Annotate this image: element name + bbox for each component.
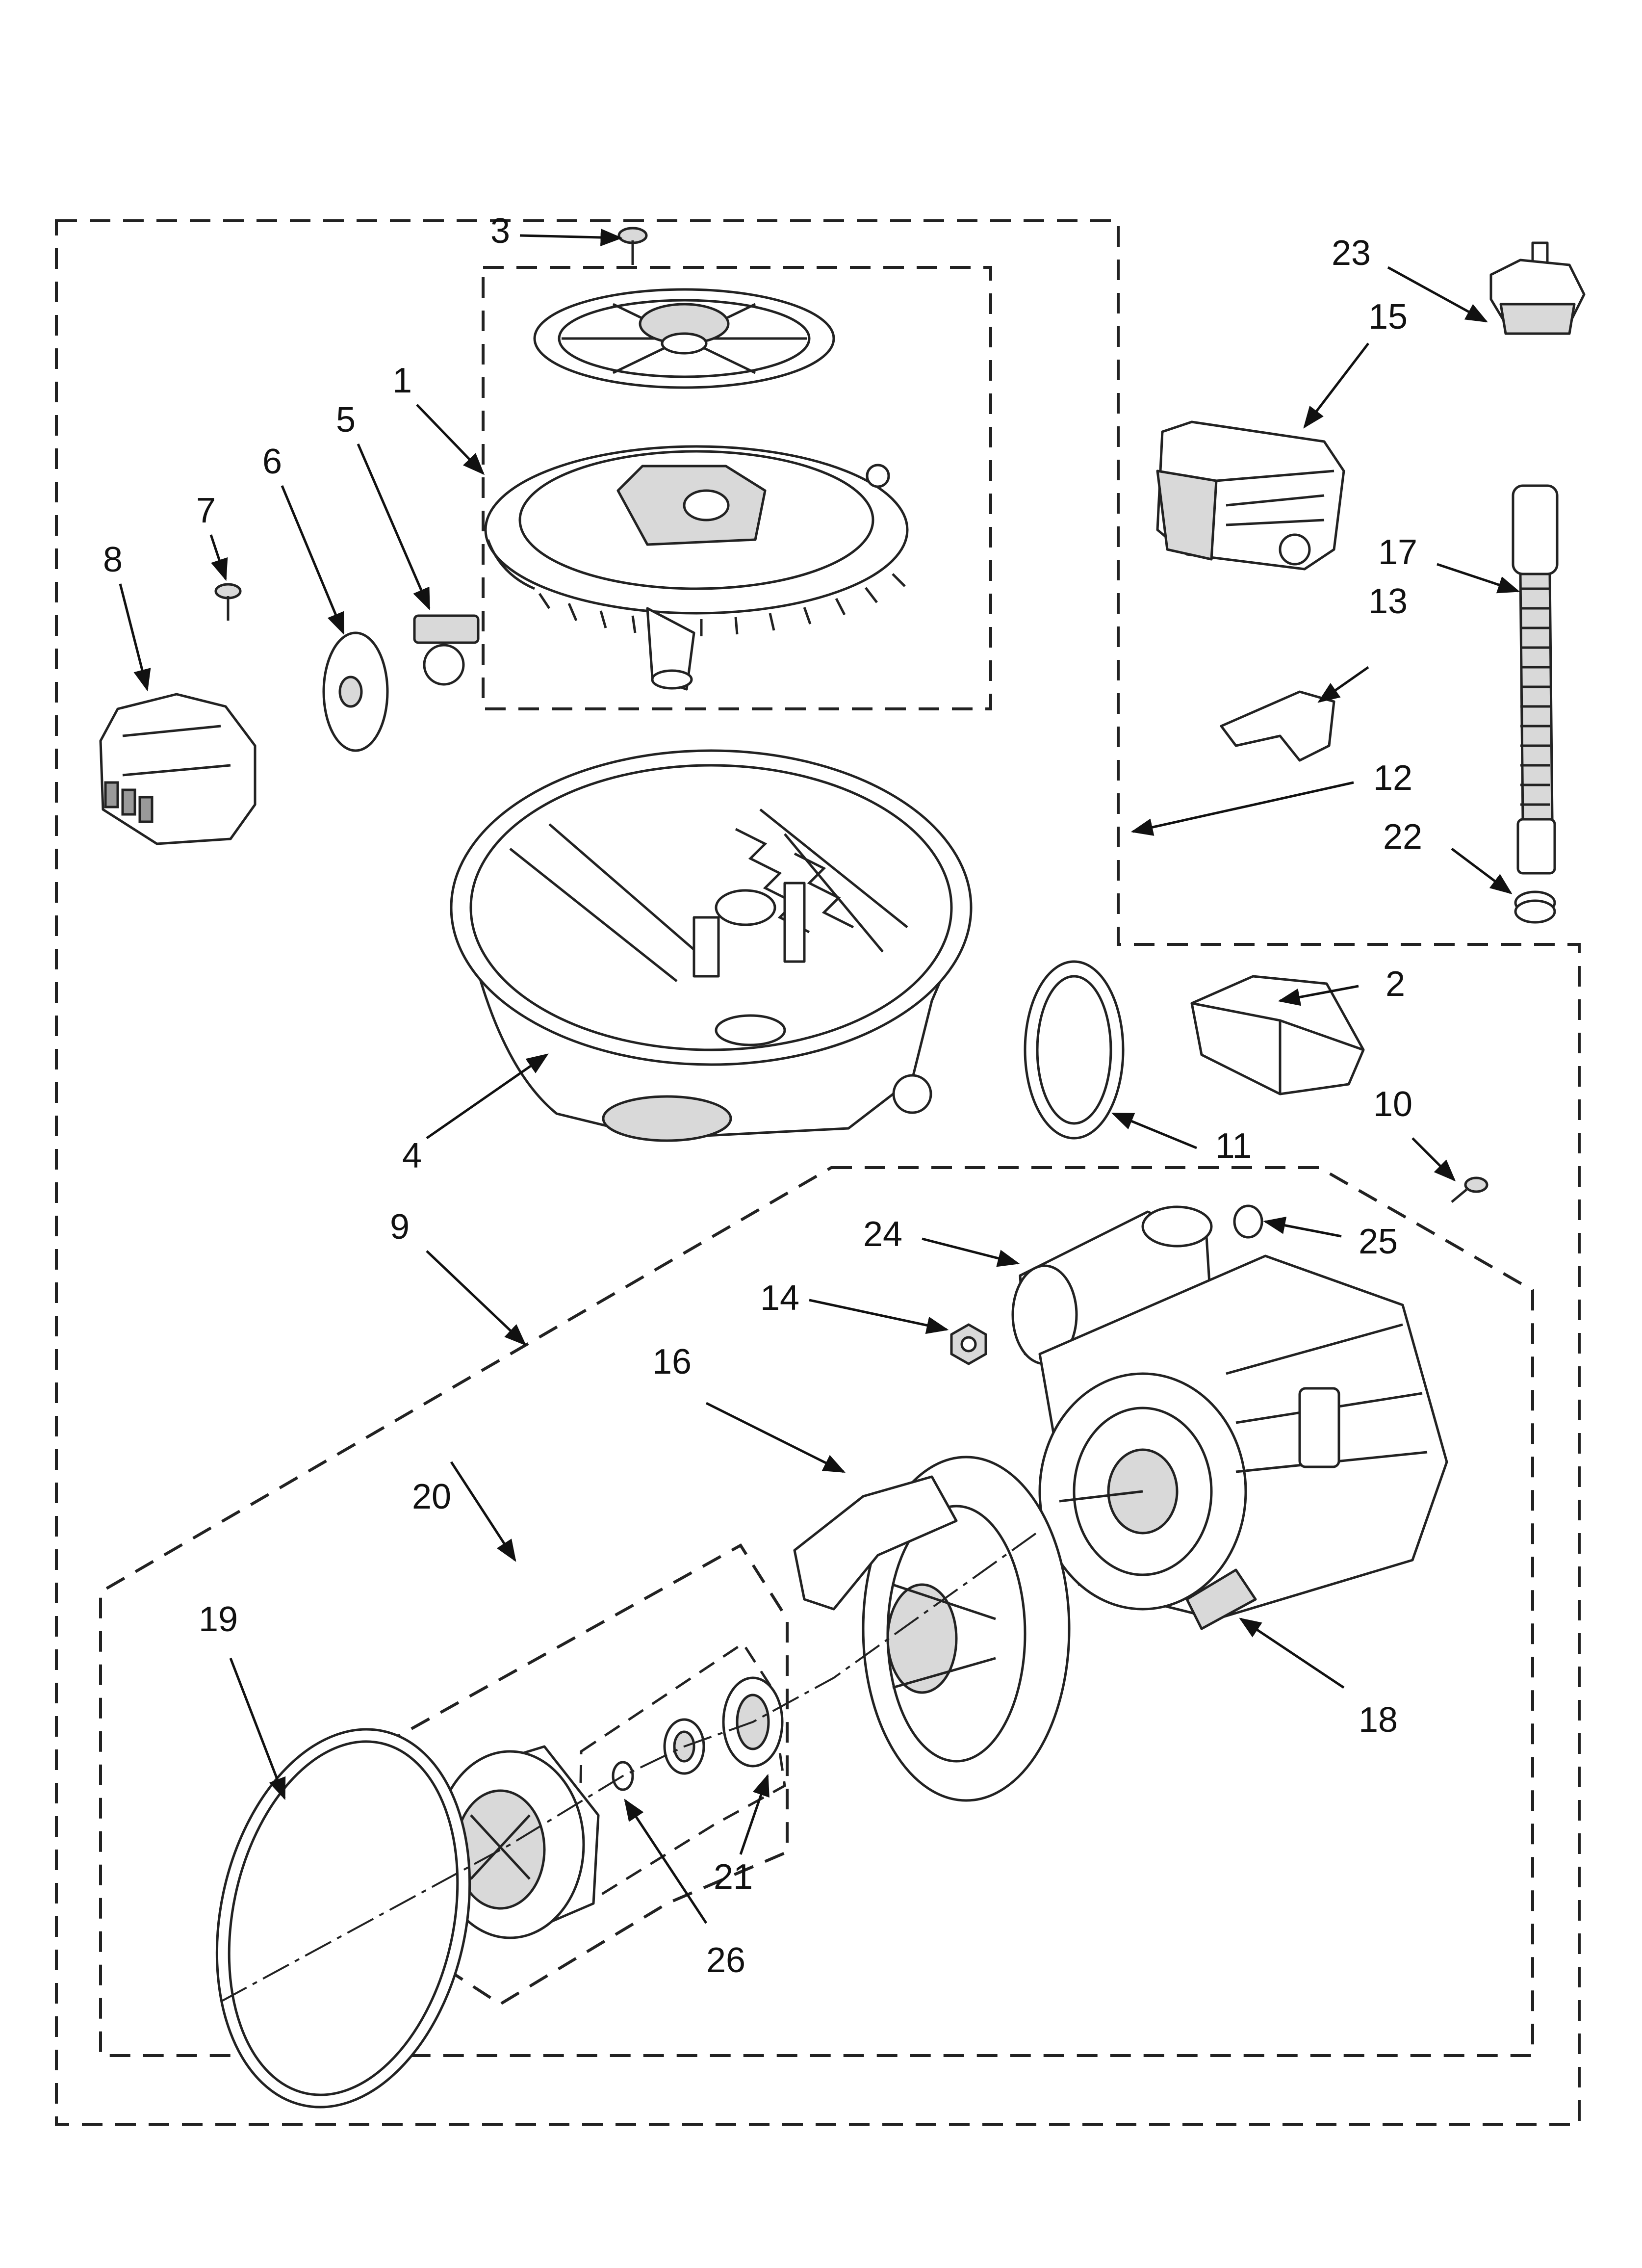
leader-lines (119, 229, 1520, 1924)
callout-22: 22 (1383, 817, 1422, 857)
callout-2: 2 (1385, 965, 1405, 1004)
float-part-5 (413, 614, 480, 686)
callout-5: 5 (336, 400, 356, 440)
callout-18: 18 (1359, 1700, 1398, 1740)
disk-part-6 (322, 631, 389, 752)
callout-labels: 3 1 5 6 7 8 4 9 2 10 11 12 13 14 15 23 1… (103, 211, 1422, 1980)
gasket-part-11 (1024, 960, 1125, 1140)
callout-13: 13 (1368, 582, 1408, 621)
callout-6: 6 (262, 442, 282, 481)
callout-14: 14 (760, 1278, 799, 1318)
seal-rings-part-21 (663, 1676, 784, 1775)
callout-23: 23 (1332, 234, 1371, 273)
screw-part-10 (1451, 1176, 1488, 1203)
callout-3: 3 (490, 211, 510, 251)
drain-hose-part-17 (1512, 484, 1559, 875)
callout-16: 16 (652, 1342, 692, 1382)
callout-9: 9 (390, 1207, 410, 1247)
callout-7: 7 (196, 491, 216, 530)
callout-20: 20 (412, 1477, 451, 1516)
callout-21: 21 (714, 1857, 753, 1897)
screw-part-7 (214, 583, 242, 621)
callout-11: 11 (1215, 1126, 1252, 1166)
callout-12: 12 (1373, 758, 1412, 798)
label-part-25 (1233, 1204, 1263, 1239)
motor-part-18 (1038, 1254, 1448, 1630)
sump-part-4 (450, 749, 973, 1142)
callout-24: 24 (863, 1215, 902, 1254)
oring-part-19 (215, 1728, 471, 2109)
cover-part-2 (1190, 975, 1365, 1095)
callout-17: 17 (1378, 533, 1417, 572)
sensor-part-23 (1489, 241, 1586, 335)
callout-19: 19 (199, 1600, 238, 1639)
callout-4: 4 (402, 1136, 422, 1175)
filter-cover-plate (533, 288, 835, 389)
outer-assembly-boundary (55, 219, 1581, 2126)
clip-part-13 (1220, 690, 1335, 762)
filter-disk (484, 445, 909, 691)
callout-1: 1 (392, 361, 412, 400)
nut-part-14 (950, 1323, 987, 1365)
pump-housing-part-16 (793, 1456, 1071, 1802)
callout-15: 15 (1368, 297, 1408, 337)
screw-part-3 (617, 227, 648, 265)
callout-26: 26 (706, 1941, 745, 1980)
drain-pump-part-15 (1156, 420, 1345, 571)
diverter-motor-part-8 (99, 693, 257, 845)
callout-8: 8 (103, 540, 123, 579)
filter-assembly-boundary (482, 266, 992, 710)
callout-25: 25 (1359, 1222, 1398, 1261)
assembly-axis (220, 1530, 1041, 2003)
clamp-part-22 (1514, 890, 1556, 924)
callout-10: 10 (1373, 1085, 1412, 1124)
